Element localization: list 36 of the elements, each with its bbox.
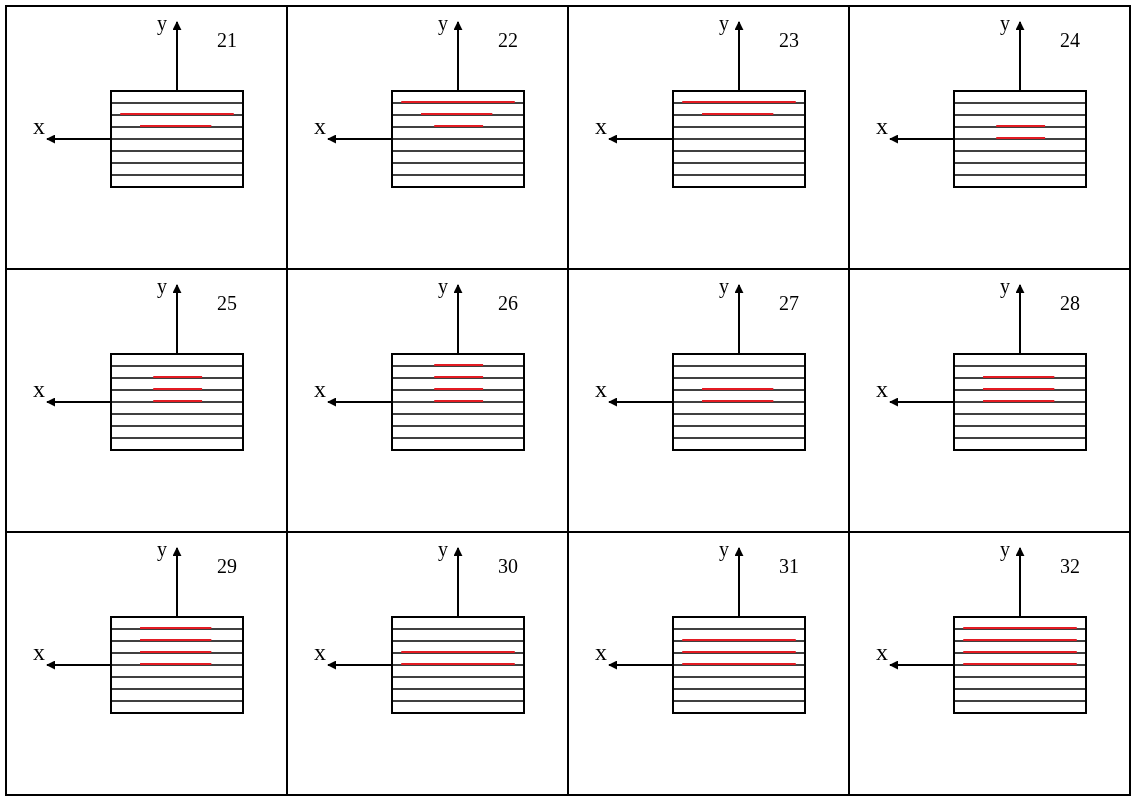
axis-label: y [1000,539,1010,559]
panel-number: 24 [1060,30,1080,50]
panel-number: 22 [498,30,518,50]
axis-label: y [157,276,167,296]
axis-label: x [876,114,888,138]
panel-number: 29 [217,556,237,576]
axis-label: y [719,539,729,559]
axis-label: y [157,539,167,559]
axis-label: y [438,539,448,559]
axis-label: x [314,640,326,664]
axis-label: y [438,276,448,296]
panel-number: 27 [779,293,799,313]
panel-number: 23 [779,30,799,50]
axis-label: x [314,114,326,138]
axis-label: x [876,640,888,664]
axis-label: x [876,377,888,401]
axis-label: y [719,276,729,296]
axis-label: x [33,377,45,401]
axis-label: x [33,640,45,664]
panel-number: 21 [217,30,237,50]
axis-label: y [438,13,448,33]
panel-number: 31 [779,556,799,576]
panel-number: 26 [498,293,518,313]
axis-label: x [33,114,45,138]
panel-number: 28 [1060,293,1080,313]
panel-number: 32 [1060,556,1080,576]
panel-number: 30 [498,556,518,576]
axis-label: y [1000,276,1010,296]
panel-number: 25 [217,293,237,313]
axis-label: y [1000,13,1010,33]
axis-label: x [595,640,607,664]
axis-label: x [595,114,607,138]
axis-label: y [719,13,729,33]
axis-label: y [157,13,167,33]
axis-label: x [314,377,326,401]
axis-label: x [595,377,607,401]
